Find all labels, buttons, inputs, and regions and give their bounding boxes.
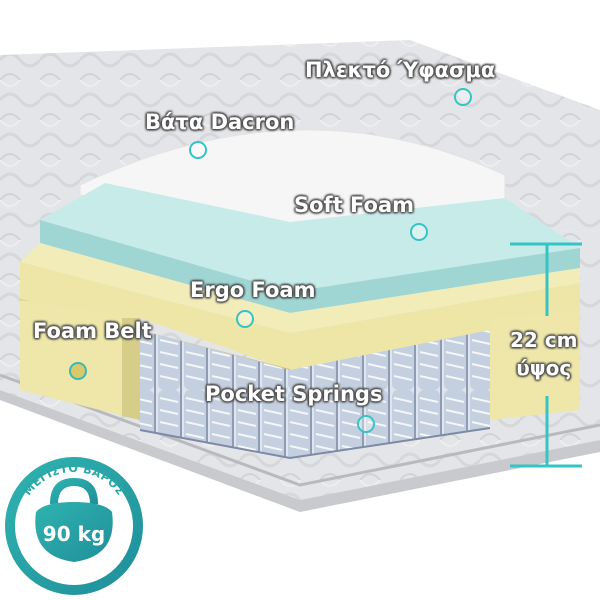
label-dacron: Βάτα Dacron bbox=[145, 110, 295, 134]
height-label: 22 cm ύψος bbox=[510, 326, 578, 382]
badge-weight: 90 kg bbox=[42, 522, 106, 546]
height-word: ύψος bbox=[516, 356, 572, 380]
max-weight-badge bbox=[4, 456, 144, 596]
badge-title-arc: ΜΕΓΙΣΤΟ ΒΑΡΟΣ bbox=[21, 462, 127, 498]
svg-text:ΜΕΓΙΣΤΟ ΒΑΡΟΣ: ΜΕΓΙΣΤΟ ΒΑΡΟΣ bbox=[21, 462, 127, 498]
marker-foam-belt bbox=[69, 362, 87, 380]
label-pocket-springs: Pocket Springs bbox=[205, 382, 383, 406]
soft-foam-layer bbox=[40, 183, 580, 292]
kettlebell-icon bbox=[50, 478, 98, 504]
marker-pocket-springs bbox=[357, 415, 375, 433]
foam-belt-right bbox=[490, 312, 580, 420]
pocket-springs bbox=[140, 330, 490, 458]
label-soft-foam: Soft Foam bbox=[294, 193, 415, 217]
marker-knit-fabric bbox=[454, 88, 472, 106]
marker-ergo-foam bbox=[236, 310, 254, 328]
marker-dacron bbox=[189, 141, 207, 159]
label-foam-belt: Foam Belt bbox=[33, 319, 152, 343]
height-dimension bbox=[510, 242, 582, 468]
badge-title: ΜΕΓΙΣΤΟ ΒΑΡΟΣ bbox=[21, 462, 126, 498]
foam-belt-left bbox=[20, 300, 140, 420]
height-value: 22 cm bbox=[510, 328, 578, 352]
marker-soft-foam bbox=[410, 223, 428, 241]
label-knit-fabric: Πλεκτό Ύφασμα bbox=[305, 58, 496, 82]
label-ergo-foam: Ergo Foam bbox=[190, 278, 316, 302]
ergo-foam-layer bbox=[20, 262, 580, 370]
mattress-piping bbox=[0, 390, 600, 512]
